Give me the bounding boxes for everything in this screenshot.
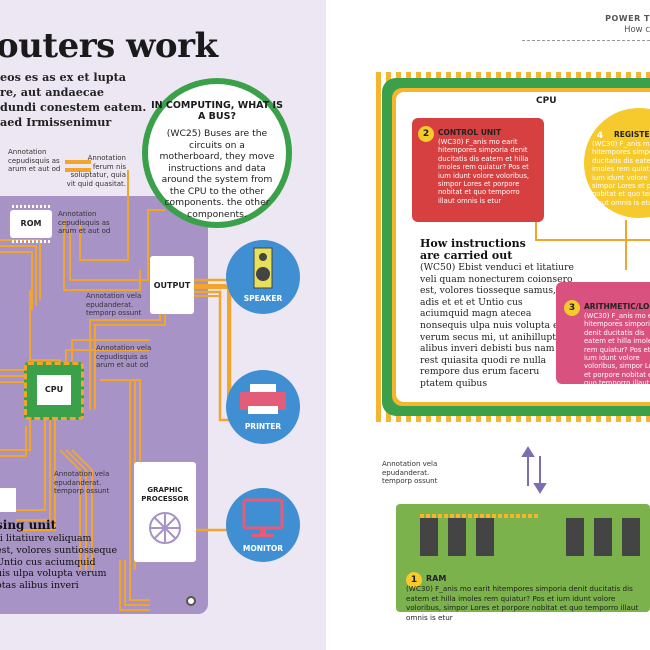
- intro-line: re, aut andaecae: [0, 85, 104, 99]
- instructions-line: ptatem quibus: [420, 377, 488, 389]
- speaker-icon: [253, 247, 273, 289]
- instructions-line: adis et et et Untio cus: [420, 296, 523, 308]
- processing-line: est, volores suntiosseque: [0, 544, 118, 556]
- control-unit-number: 2: [418, 126, 434, 142]
- bubble-heading: IN COMPUTING, WHAT IS A BUS?: [151, 100, 283, 122]
- processing-text: ti litatiure veliquam est, volores sunti…: [0, 533, 117, 592]
- instructions-line: est, volores tiosseque samus,: [420, 285, 556, 297]
- ram-chip: [566, 518, 584, 556]
- cpu-label: CPU: [536, 96, 557, 106]
- running-header: POWER T How c: [605, 14, 650, 35]
- printer-label: PRINTER: [244, 422, 282, 431]
- processing-line: uis ulpa volupta verum: [0, 568, 107, 580]
- alu-number: 3: [564, 300, 580, 316]
- control-unit-card: 2 CONTROL UNIT (WC30) F_anis mo earit hi…: [412, 118, 544, 222]
- register-text: (WC30) F_anis mo earit hitempores simpor…: [592, 140, 650, 207]
- speaker-circle: SPEAKER: [226, 240, 300, 314]
- printer-icon: [240, 384, 286, 414]
- output-connector: OUTPUT: [150, 256, 194, 314]
- rom-chip: ROM: [10, 210, 52, 238]
- annotation-output: Annotation vela epudanderat. temporp oss…: [86, 292, 142, 318]
- register-number: 4: [596, 131, 604, 141]
- header-subtitle: How c: [624, 25, 650, 35]
- ram-number: 1: [406, 572, 422, 588]
- bubble-text: (WC25) Buses are the circuits on a mothe…: [159, 128, 275, 220]
- control-unit-title: CONTROL UNIT: [438, 128, 502, 137]
- instructions-title: How instructions are carried out: [420, 238, 526, 262]
- monitor-icon: [242, 498, 284, 537]
- screw-hole: [186, 596, 196, 606]
- left-page: outers work eos es as ex et lupta re, au…: [0, 0, 326, 650]
- monitor-circle: MONITOR: [226, 488, 300, 562]
- ram-title: RAM: [426, 574, 447, 583]
- cpu-label: CPU: [44, 385, 64, 394]
- register-title: REGISTER: [614, 130, 650, 139]
- ram-stick: 1 RAM (WC30) F_anis mo earit hitempores …: [396, 504, 650, 622]
- annotation-ferum: Annotation ferum nis soluptatur, quia vi…: [66, 154, 126, 188]
- alu-title: ARITHMETIC/LOG: [584, 302, 650, 311]
- rom-label: ROM: [20, 219, 42, 228]
- processing-line: otas alibus inveri: [0, 580, 79, 592]
- alu-card: 3 ARITHMETIC/LOG (WC30) F_anis mo earit …: [556, 282, 650, 396]
- annotation-cpu: Annotation vela cepudisquis as arum et a…: [96, 344, 152, 370]
- instructions-line: nonsequis ulpa nuis volupta et: [420, 319, 563, 331]
- ram-text: (WC30) F_anis mo earit hitempores simpor…: [406, 584, 639, 622]
- instructions-line: alibus inveri debisti bus nam: [420, 343, 555, 355]
- right-page: POWER T How c CPU 2 CONTROL UNIT (WC30) …: [326, 0, 650, 650]
- instructions-line: veli quam nonecturem coionsero: [420, 273, 573, 285]
- spread-title: outers work: [0, 26, 218, 66]
- rom-pins: [12, 240, 50, 243]
- ram-chip: [448, 518, 466, 556]
- graphic-label: GRAPHIC PROCESSOR: [141, 486, 189, 503]
- control-unit-text: (WC30) F_anis mo earit hitempores simpor…: [438, 138, 530, 205]
- fan-icon: [149, 512, 181, 544]
- processing-line: ti litatiure veliquam: [0, 533, 92, 544]
- output-label: OUTPUT: [153, 281, 191, 290]
- annotation-rom-top: Annotation cepudisquis as arum et aut od: [8, 148, 61, 174]
- cpu-chip: CPU: [24, 362, 84, 420]
- printer-circle: PRINTER: [226, 370, 300, 444]
- speaker-label: SPEAKER: [243, 294, 283, 303]
- cpu-die: CPU: [37, 375, 71, 405]
- processing-title: sing unit: [0, 518, 57, 532]
- annotation-ram: Annotation vela epudanderat. temporp oss…: [382, 460, 438, 486]
- rom-pins: [12, 205, 50, 208]
- instructions-line: (WC50) Ebist venduci et litatiure: [420, 262, 574, 273]
- header-section: POWER T: [605, 14, 650, 23]
- bus-bubble: IN COMPUTING, WHAT IS A BUS? (WC25) Buse…: [142, 78, 292, 228]
- intro-paragraph: eos es as ex et lupta re, aut andaecae d…: [0, 70, 160, 130]
- annotation-graphic: Annotation vela epudanderat. temporp oss…: [54, 470, 110, 496]
- annotation-rom-side: Annotation cepudisquis as arum et aut od: [58, 210, 111, 236]
- board-component: [0, 488, 16, 512]
- intro-line: dundi conestem eatem.: [0, 100, 147, 114]
- processing-line: Untio cus aciumquid: [0, 556, 96, 568]
- instructions-line: verum secus mi, ut anihilluptas: [420, 331, 567, 343]
- ram-contacts: [420, 514, 540, 518]
- header-rule: [522, 40, 650, 41]
- ram-chip: [476, 518, 494, 556]
- instructions-text: (WC50) Ebist venduci et litatiure veli q…: [420, 262, 574, 390]
- intro-line: aed Irmissenimur: [0, 115, 112, 129]
- alu-text: (WC30) F_anis mo earit hitempores simpor…: [584, 312, 650, 396]
- instructions-title-line: are carried out: [420, 249, 513, 262]
- instructions-title-line: How instructions: [420, 237, 526, 250]
- monitor-label: MONITOR: [242, 544, 284, 553]
- intro-line: eos es as ex et lupta: [0, 70, 127, 84]
- instructions-line: aciumquid magn atecea: [420, 308, 532, 320]
- instructions-line: rest quiasita quodi re nulla: [420, 354, 547, 366]
- instructions-line: rempore dus erum faceru: [420, 366, 540, 378]
- graphic-processor: GRAPHIC PROCESSOR: [134, 462, 196, 562]
- ram-chip: [420, 518, 438, 556]
- data-flow-arrows-icon: [521, 446, 547, 494]
- ram-chip: [622, 518, 640, 556]
- ram-chip: [594, 518, 612, 556]
